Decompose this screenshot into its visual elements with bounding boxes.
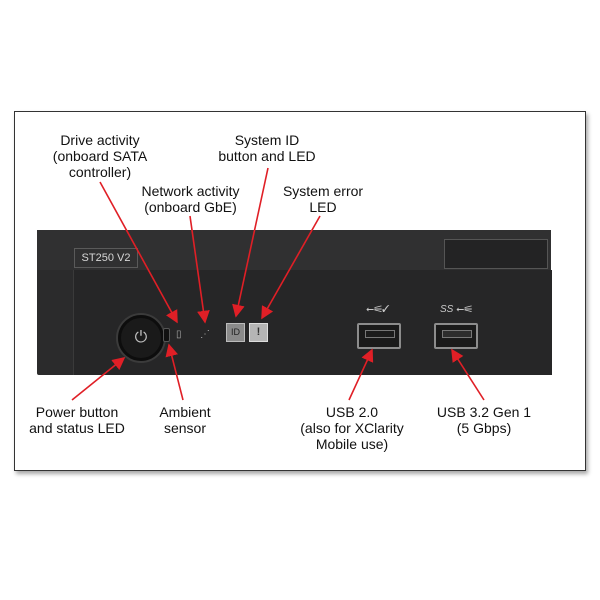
usb3-port-tongue (442, 330, 472, 338)
label-usb2: USB 2.0 (also for XClarity Mobile use) (300, 404, 404, 452)
label-power-button: Power button and status LED (29, 404, 125, 436)
ambient-sensor (163, 328, 170, 342)
usb-superspeed-icon: SS ⭠⚟ (440, 304, 473, 315)
label-usb3: USB 3.2 Gen 1 (5 Gbps) (436, 404, 532, 436)
drive-icon: ▯ (176, 329, 182, 340)
label-system-id: System ID button and LED (218, 132, 316, 164)
power-button[interactable]: ⏻ (118, 315, 164, 361)
usb-icon: ⭠⚟✓ (366, 304, 390, 315)
system-id-button[interactable]: ID (226, 323, 245, 342)
usb3-port[interactable] (434, 323, 478, 349)
usb3-logo-text: SS (440, 304, 454, 315)
model-label: ST250 V2 (74, 248, 138, 268)
label-drive-activity: Drive activity (onboard SATA controller) (52, 132, 148, 180)
network-icon: ⋰ (200, 329, 210, 340)
usb2-port-tongue (365, 330, 395, 338)
usb2-port[interactable] (357, 323, 401, 349)
power-icon: ⏻ (134, 329, 148, 346)
label-network-activity: Network activity (onboard GbE) (141, 183, 240, 215)
label-ambient-sensor: Ambient sensor (159, 404, 211, 436)
label-system-error: System error LED (282, 183, 364, 215)
system-error-led: ! (249, 323, 268, 342)
drive-bay-cover (444, 239, 548, 269)
